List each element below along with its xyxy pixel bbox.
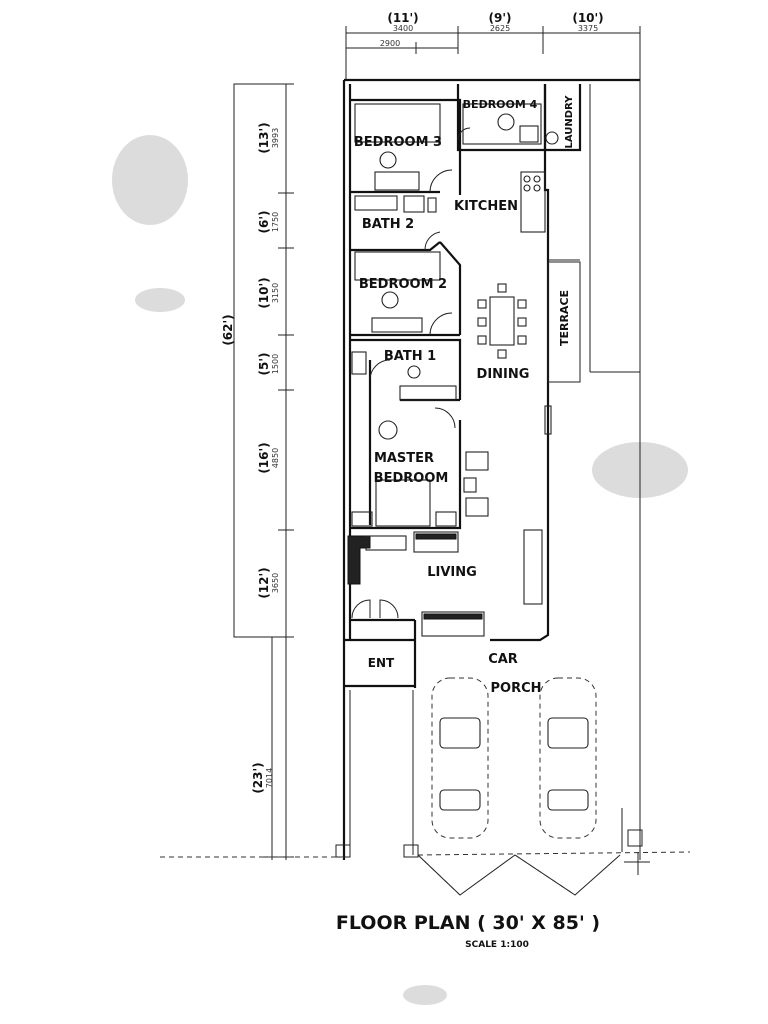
left-dim-3-feet: (10'): [257, 277, 271, 308]
label-laundry: LAUNDRY: [564, 95, 575, 149]
left-dim-7-feet: (23'): [251, 762, 265, 793]
left-dim-2-mm: 1750: [271, 212, 280, 232]
left-dim-6-mm: 3650: [271, 573, 280, 593]
top-dim-2-mm: 2625: [490, 24, 510, 33]
plan-scale: SCALE 1:100: [465, 940, 529, 950]
top-dim-3-mm: 3375: [578, 24, 598, 33]
front-gates: [417, 854, 621, 896]
top-dim-1-feet: (11'): [387, 11, 418, 25]
label-car-line-1: CAR: [488, 652, 518, 667]
total-depth-label: (62'): [221, 314, 235, 345]
left-dim-6-feet: (12'): [257, 567, 271, 598]
car-2: [539, 677, 597, 839]
label-bath-1: BATH 1: [384, 349, 436, 364]
cars: [431, 677, 597, 839]
top-sub-dim-mm: 2900: [380, 39, 400, 48]
label-bedroom-2: BEDROOM 2: [359, 277, 447, 292]
scan-smudges: [112, 135, 688, 1005]
left-dim-1-feet: (13'): [257, 122, 271, 153]
left-dimension-line: [233, 83, 294, 860]
car-1: [431, 677, 489, 839]
label-ent: ENT: [368, 656, 395, 670]
left-dim-4-mm: 1500: [271, 354, 280, 374]
label-kitchen: KITCHEN: [454, 199, 518, 214]
label-bedroom-3: BEDROOM 3: [354, 135, 442, 150]
label-car-line-2: PORCH: [490, 681, 541, 696]
plan-title: FLOOR PLAN ( 30' X 85' ): [336, 912, 600, 934]
top-dimension-line: [345, 26, 641, 80]
doors: [351, 127, 471, 619]
left-dim-5-mm: 4850: [271, 448, 280, 468]
top-dim-1-mm: 3400: [393, 24, 413, 33]
label-master-line-2: BEDROOM: [374, 471, 449, 486]
label-master-line-1: MASTER: [374, 451, 434, 466]
furniture: [347, 103, 559, 637]
label-dining: DINING: [477, 367, 530, 382]
top-dim-2-feet: (9'): [489, 11, 512, 25]
left-dim-5-feet: (16'): [257, 442, 271, 473]
left-dim-1-mm: 3993: [271, 128, 280, 148]
left-dim-4-feet: (5'): [257, 353, 271, 376]
left-dim-2-feet: (6'): [257, 211, 271, 234]
top-dim-3-feet: (10'): [572, 11, 603, 25]
label-bedroom-4: BEDROOM 4: [463, 98, 538, 111]
label-living: LIVING: [427, 565, 477, 580]
left-dim-3-mm: 3150: [271, 283, 280, 303]
label-terrace: TERRACE: [558, 290, 571, 346]
label-bath-2: BATH 2: [362, 217, 414, 232]
left-dim-7-mm: 7014: [265, 768, 274, 788]
